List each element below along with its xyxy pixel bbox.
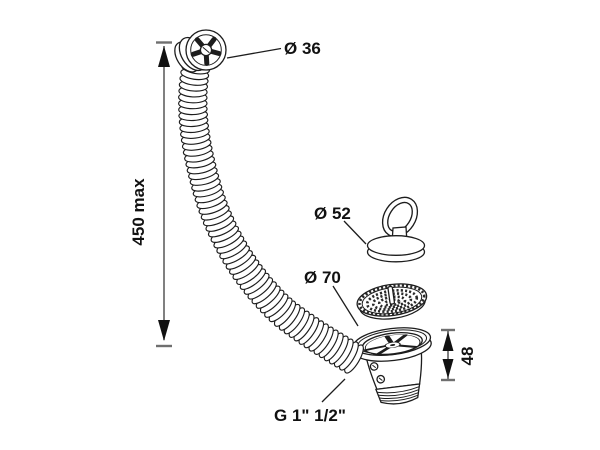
- thread-size-label: G 1" 1/2": [274, 406, 346, 425]
- labels: Ø 36 Ø 52 Ø 70 G 1" 1/2": [274, 39, 351, 425]
- thread-line: [379, 392, 419, 400]
- plug-ring: [381, 196, 419, 238]
- cap-hub-slot: [202, 46, 210, 54]
- basket-pin: [387, 285, 396, 305]
- strainer-spoke: [393, 334, 408, 344]
- strainer-spoke: [365, 344, 390, 351]
- hose-rings: [178, 61, 364, 374]
- basket-mesh-ring: [377, 295, 407, 309]
- plug-disc-top: [366, 235, 426, 256]
- leader-plug: [343, 220, 367, 245]
- arrow-up-icon: [158, 46, 170, 67]
- strainer-basket: [356, 283, 428, 320]
- strainer-plate-edge: [364, 334, 421, 356]
- basket-mesh-ring: [365, 289, 419, 313]
- leader-lines: [226, 47, 367, 403]
- strainer-hub-dot: [390, 344, 396, 347]
- arrow-up-icon: [442, 331, 454, 351]
- thread-line: [377, 386, 420, 394]
- plug-ring-highlight: [383, 198, 417, 236]
- arrow-down-icon: [158, 320, 170, 341]
- thread-line: [380, 394, 418, 402]
- screw-slot: [378, 377, 383, 381]
- hose-length-dimension-label: 450 max: [129, 178, 148, 246]
- screw-slot: [372, 364, 377, 369]
- plug: [366, 196, 426, 263]
- body-height-dimension-label: 48: [458, 347, 477, 366]
- leader-thread: [321, 378, 346, 403]
- overflow-diameter-label: Ø 36: [284, 39, 321, 58]
- strainer-spoke: [384, 335, 394, 344]
- plug-diameter-label: Ø 52: [314, 204, 351, 223]
- leader-strainer: [332, 285, 359, 327]
- leader-overflow-cap: [226, 47, 282, 59]
- drain-body: [353, 327, 432, 405]
- dimension-48: 48: [441, 328, 477, 382]
- strainer-spoke: [395, 344, 419, 348]
- overflow-cap: [174, 29, 227, 73]
- thread-line: [378, 389, 419, 397]
- strainer-spoke: [375, 346, 392, 356]
- drain-strainer-plate: [364, 334, 421, 356]
- arrow-down-icon: [442, 359, 454, 379]
- dimension-450-max: 450 max: [129, 41, 172, 348]
- strainer-diameter-label: Ø 70: [304, 268, 341, 287]
